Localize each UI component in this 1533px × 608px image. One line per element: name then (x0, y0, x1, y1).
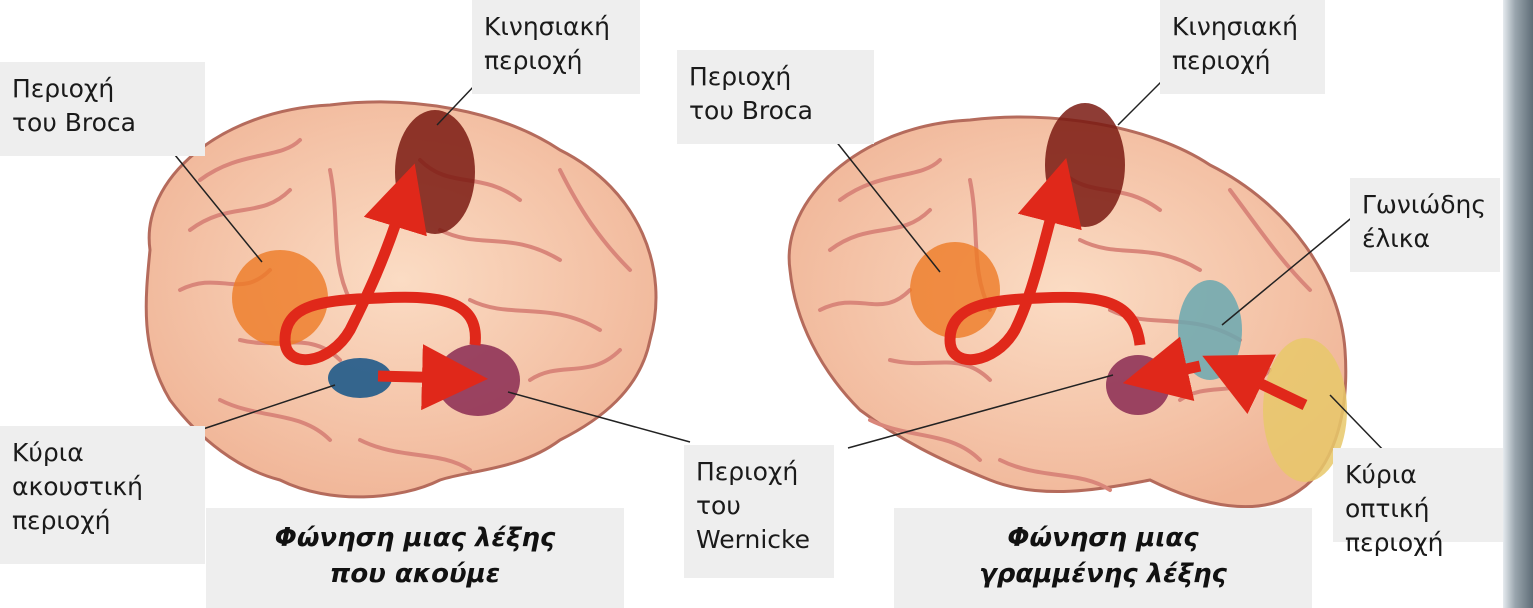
left-arrow-auditory-to-wernicke (378, 376, 455, 378)
page-edge-strip (1503, 0, 1533, 608)
left-motor-area (395, 110, 475, 234)
right-caption: Φώνηση μιας γραμμένης λέξης (894, 508, 1312, 608)
right-label-motor: Κινησιακή περιοχή (1160, 0, 1325, 94)
left-brain (146, 102, 656, 497)
left-label-broca: Περιοχή του Broca (0, 62, 205, 156)
left-label-auditory: Κύρια ακουστική περιοχή (0, 426, 205, 564)
right-label-visual: Κύρια οπτική περιοχή (1333, 448, 1508, 542)
right-brain (789, 103, 1347, 507)
left-caption: Φώνηση μιας λέξης που ακούμε (206, 508, 624, 608)
left-broca-area (232, 250, 328, 346)
right-label-broca: Περιοχή του Broca (677, 50, 874, 144)
right-wernicke-area (1106, 355, 1170, 415)
right-label-angular: Γωνιώδης έλικα (1350, 178, 1500, 272)
left-label-motor: Κινησιακή περιοχή (472, 0, 640, 94)
left-label-wernicke: Περιοχή του Wernicke (684, 445, 834, 578)
